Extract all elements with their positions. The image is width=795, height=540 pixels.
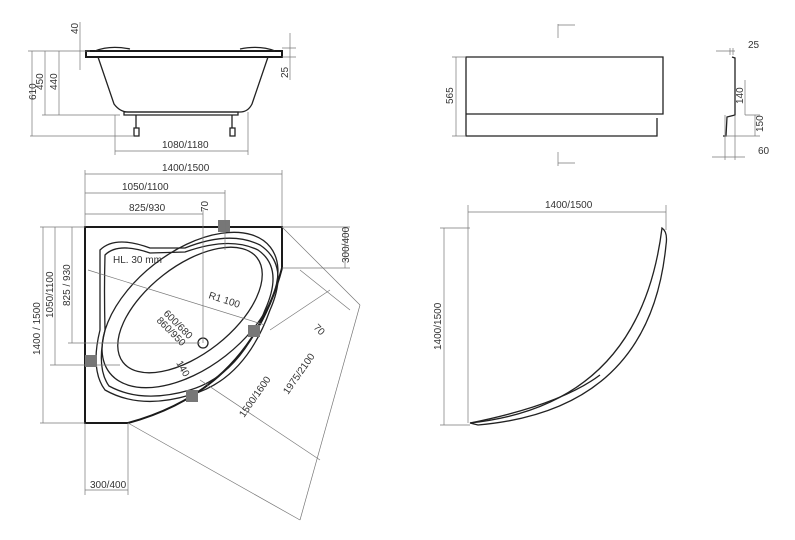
section-dimension-lines	[712, 48, 760, 160]
panel-top-view: 1400/1500 1400/1500	[433, 200, 668, 426]
dim-left-total: 1400 / 1500	[32, 302, 43, 355]
panel-section-view: 25 140 150 60	[712, 40, 770, 160]
dim-length: 1080/1180	[162, 140, 209, 151]
basin-inner	[117, 246, 263, 374]
dim-25: 25	[748, 40, 760, 51]
hl-label: HL. 30 mm	[113, 255, 162, 266]
panel-front-view: 565	[445, 24, 664, 166]
dim-panel-height: 1400/1500	[433, 302, 444, 350]
dim-150: 150	[755, 115, 766, 132]
top-dimension-lines	[40, 170, 361, 521]
dim-panel-width: 1400/1500	[545, 200, 593, 211]
dim-450: 450	[35, 73, 46, 90]
rim-headrest	[94, 46, 276, 52]
tub-body	[97, 56, 269, 113]
tub-legs	[133, 115, 236, 137]
dim-width-total: 1400/1500	[162, 163, 210, 174]
dim-565: 565	[445, 87, 456, 104]
panel-arc-inner	[469, 374, 601, 424]
panel-top-dimension-lines	[440, 205, 667, 426]
top-view: 1400/1500 1050/1100 825/930 70 1400 / 15…	[32, 163, 361, 521]
dim-140: 140	[735, 87, 746, 104]
jet-icon	[85, 355, 97, 367]
basin-outer	[101, 231, 279, 389]
radius-label: R1 100	[207, 290, 241, 311]
dim-right-300: 300/400	[341, 226, 352, 263]
dim-bottom-300: 300/400	[90, 480, 127, 491]
dim-440: 440	[49, 73, 60, 90]
dim-40: 40	[70, 22, 81, 34]
dim-60: 60	[758, 146, 770, 157]
side-dimension-lines	[28, 22, 296, 155]
dim-left-1050: 1050/1100	[45, 271, 56, 318]
dim-610: 610	[28, 83, 39, 100]
tub-base	[123, 111, 239, 116]
tub-rim	[85, 50, 283, 58]
dim-left-825: 825 / 930	[62, 264, 73, 306]
panel-outline	[465, 56, 664, 137]
dim-70: 70	[200, 200, 211, 212]
dim-diag-1500: 1500/1600	[237, 374, 273, 419]
jet-icon	[248, 325, 260, 337]
jet-icon	[186, 390, 198, 402]
tub-outline	[84, 226, 283, 424]
panel-dimension-lines	[452, 24, 575, 166]
dim-25: 25	[280, 66, 291, 78]
dim-width-825: 825/930	[129, 203, 166, 214]
dim-width-1050: 1050/1100	[122, 182, 169, 193]
dim-diag-70: 70	[311, 322, 327, 338]
panel-arc	[469, 226, 668, 426]
dim-diag-1975: 1975/2100	[281, 351, 317, 396]
jet-icon	[218, 220, 230, 232]
side-view: 610 450 440 40 25 1080/1180	[28, 22, 296, 155]
